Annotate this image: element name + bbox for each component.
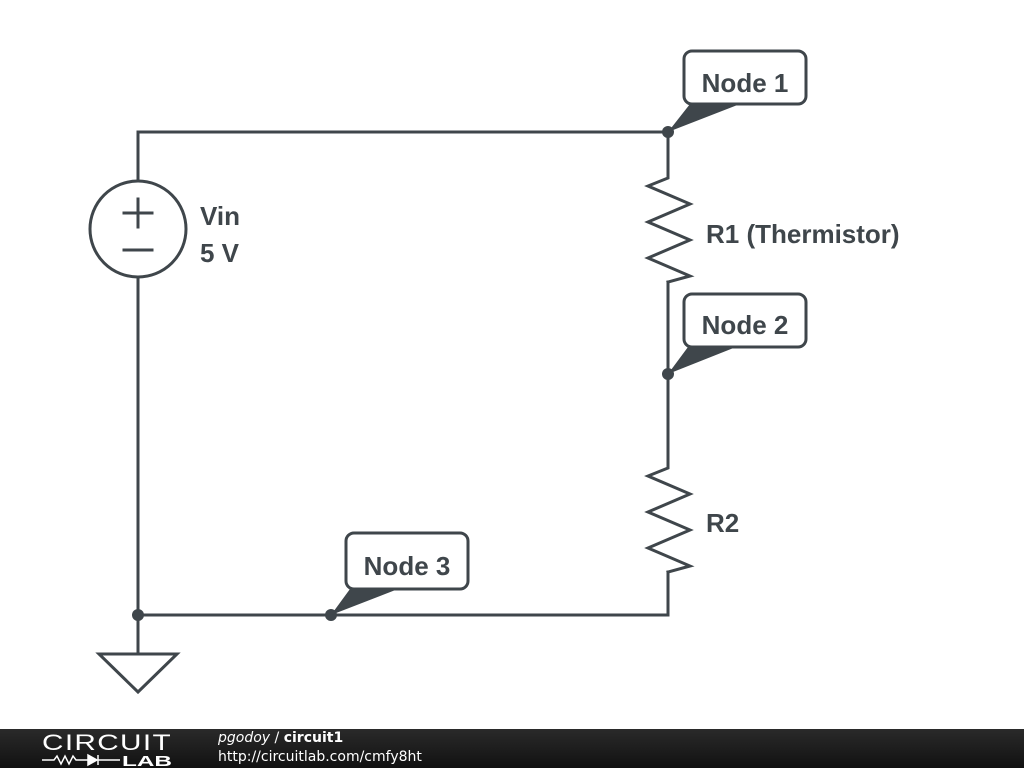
resistor-r1-label: R1 (Thermistor)	[706, 219, 900, 249]
circuit-url-link[interactable]: http://circuitlab.com/cmfy8ht	[218, 749, 422, 765]
resistor-r1-icon[interactable]	[644, 173, 695, 284]
node-tag-pointer	[668, 104, 740, 132]
junction-dot-ground	[132, 609, 144, 621]
resistor-r2-label: R2	[706, 508, 739, 538]
source-value-label: 5 V	[200, 238, 240, 268]
circuit-name[interactable]: circuit1	[283, 730, 344, 746]
circuit-schematic: Vin 5 V R1 (Thermistor) R2 Node 1 Node 2…	[88, 49, 900, 695]
node-tag-label: Node 1	[702, 68, 789, 98]
node-tag-label: Node 3	[364, 551, 451, 581]
voltage-source-circle	[88, 179, 188, 279]
owner-username[interactable]: pgodoy	[218, 730, 271, 746]
node-tag-box	[682, 49, 808, 106]
node-tag-1[interactable]: Node 1	[668, 49, 808, 132]
resistor-diode-icon	[42, 753, 120, 767]
logo-bottom-text: LAB	[122, 753, 172, 767]
node-tag-label: Node 2	[702, 310, 789, 340]
resistor-r2-icon[interactable]	[644, 463, 695, 574]
circuit-owner-line: pgodoy / circuit1	[218, 730, 343, 747]
voltage-source-vin[interactable]	[88, 179, 188, 279]
node-tag-2[interactable]: Node 2	[668, 292, 808, 374]
ground-icon	[95, 652, 181, 695]
node-tag-box	[344, 531, 470, 591]
wire-left-bottom	[136, 276, 670, 617]
node-tag-3[interactable]: Node 3	[331, 531, 470, 615]
owner-separator: /	[270, 730, 284, 746]
node-tag-pointer	[668, 347, 736, 374]
circuitlab-logo[interactable]: CIRCUIT LAB	[40, 731, 180, 767]
node-tag-box	[682, 292, 808, 349]
node-tag-pointer	[331, 589, 398, 615]
wire-top	[136, 130, 670, 182]
footer-bar: CIRCUIT LAB pgodoy / circuit1 http://cir…	[0, 729, 1024, 768]
source-name-label: Vin	[200, 201, 240, 231]
logo-top-text: CIRCUIT	[42, 731, 172, 755]
